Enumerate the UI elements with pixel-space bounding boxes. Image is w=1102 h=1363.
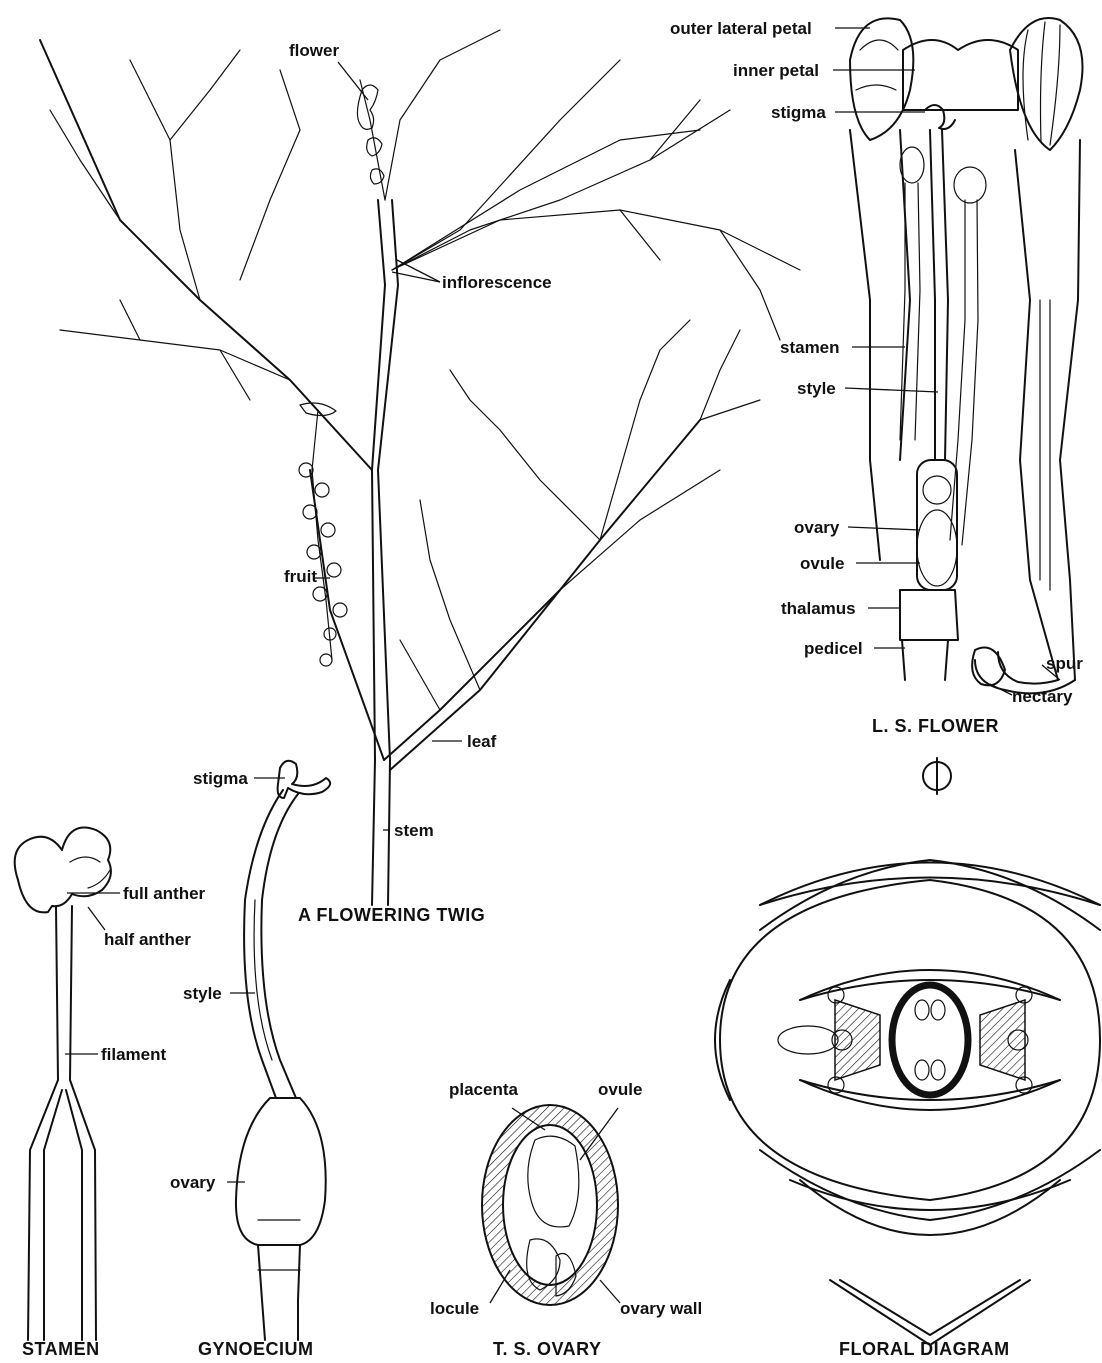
label-filament: filament (101, 1046, 166, 1063)
label-gyn-stigma: stigma (193, 770, 248, 787)
label-gyn-style: style (183, 985, 222, 1002)
label-leaf: leaf (467, 733, 496, 750)
label-pedicel: pedicel (804, 640, 863, 657)
label-half-anther: half anther (104, 931, 191, 948)
label-ts-ovule: ovule (598, 1081, 642, 1098)
caption-floral-diagram: FLORAL DIAGRAM (839, 1340, 1010, 1358)
label-ovary-wall: ovary wall (620, 1300, 702, 1317)
label-ls-ovule: ovule (800, 555, 844, 572)
label-placenta: placenta (449, 1081, 518, 1098)
label-inflorescence: inflorescence (442, 274, 552, 291)
label-thalamus: thalamus (781, 600, 856, 617)
label-spur: spur (1046, 655, 1083, 672)
label-ls-stamen: stamen (780, 339, 840, 356)
caption-ls-flower: L. S. FLOWER (872, 717, 999, 735)
flowering-twig-drawing (40, 30, 800, 905)
gynoecium-drawing (236, 761, 330, 1340)
label-fruit: fruit (284, 568, 317, 585)
label-outer-lateral-petal: outer lateral petal (670, 20, 812, 37)
caption-stamen: STAMEN (22, 1340, 100, 1358)
label-nectary: nectary (1012, 688, 1072, 705)
label-gyn-ovary: ovary (170, 1174, 215, 1191)
label-locule: locule (430, 1300, 479, 1317)
label-stem: stem (394, 822, 434, 839)
stamen-drawing (15, 828, 111, 1341)
floral-diagram-drawing (715, 860, 1100, 1345)
ls-flower-drawing (850, 18, 1083, 693)
caption-gynoecium: GYNOECIUM (198, 1340, 314, 1358)
label-ls-style: style (797, 380, 836, 397)
caption-flowering-twig: A FLOWERING TWIG (298, 906, 485, 924)
stamen-leader-lines (65, 893, 120, 1054)
label-full-anther: full anther (123, 885, 205, 902)
label-flower: flower (289, 42, 339, 59)
label-inner-petal: inner petal (733, 62, 819, 79)
caption-ts-ovary: T. S. OVARY (493, 1340, 602, 1358)
label-ls-stigma: stigma (771, 104, 826, 121)
symmetry-symbol (923, 758, 951, 794)
label-ls-ovary: ovary (794, 519, 839, 536)
